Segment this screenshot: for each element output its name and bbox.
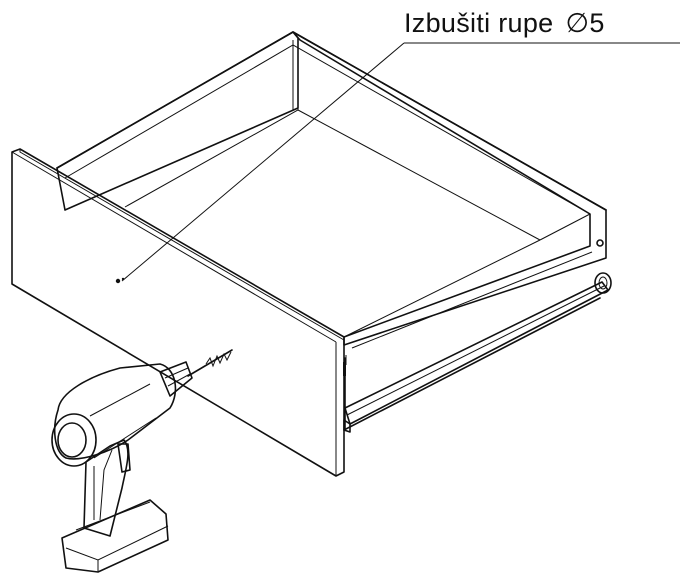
drawer-front-panel: [11, 148, 345, 477]
drawer-box: [11, 31, 612, 477]
drill-battery: [61, 499, 169, 573]
callout-leader: [121, 42, 680, 282]
drawer-back-panel: [56, 31, 299, 211]
drill-body: [53, 363, 177, 460]
callout-text: Izbušiti rupe: [404, 8, 554, 38]
drill-bit: [187, 349, 233, 377]
drill-chuck: [159, 361, 193, 397]
drill-hole-marker: [115, 278, 121, 284]
drill-instruction-callout: Izbušiti rupe ∅5: [404, 6, 605, 40]
drill-handle: [83, 439, 129, 537]
diameter-symbol: ∅: [565, 8, 590, 38]
diameter-value: 5: [589, 8, 605, 38]
cordless-drill: [51, 349, 233, 573]
drawer-right-side-panel: [292, 31, 607, 346]
